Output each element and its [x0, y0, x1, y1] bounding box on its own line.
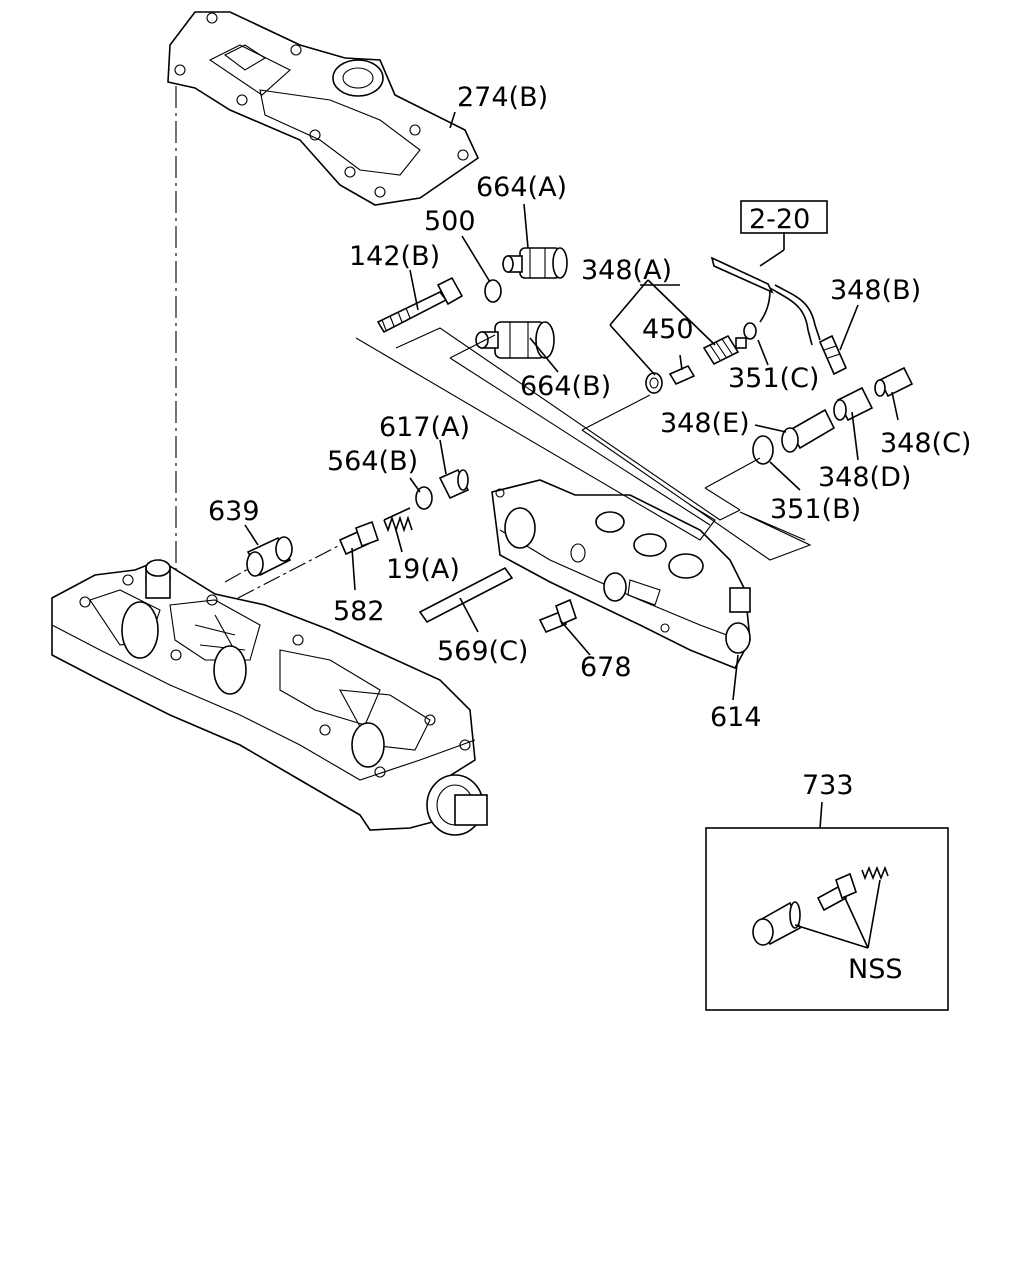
pin-569c-drawing — [418, 566, 514, 624]
label-348d: 348(D) — [818, 462, 911, 493]
label-274b: 274(B) — [457, 82, 548, 113]
spring-19a-drawing — [383, 507, 413, 533]
bolt-142b-drawing — [376, 276, 464, 334]
valve-body-drawing — [51, 559, 488, 836]
ring-351c-drawing — [743, 322, 757, 340]
oring-500-drawing — [484, 279, 502, 303]
label-2-20: 2-20 — [749, 204, 810, 235]
label-142b: 142(B) — [349, 241, 440, 272]
label-617a: 617(A) — [379, 412, 470, 443]
ref-box-2-20 — [740, 200, 828, 234]
ring-564b-drawing — [415, 486, 433, 510]
label-348e: 348(E) — [660, 408, 750, 439]
solenoid-664a-drawing — [502, 247, 568, 279]
label-639: 639 — [208, 496, 260, 527]
label-664b: 664(B) — [520, 371, 611, 402]
cover-274b-drawing — [167, 11, 480, 206]
part-348c-drawing — [874, 366, 914, 398]
label-19a: 19(A) — [386, 554, 460, 585]
assembly-lines — [224, 327, 812, 599]
sleeve-639-drawing — [246, 536, 293, 577]
sensor-348b-drawing — [818, 334, 848, 376]
part-348e-drawing — [781, 408, 836, 453]
label-351c: 351(C) — [728, 363, 819, 394]
label-582: 582 — [333, 596, 385, 627]
fitting-348a-drawing — [645, 334, 747, 394]
label-678: 678 — [580, 652, 632, 683]
body-614-drawing — [491, 479, 751, 670]
bolt-678-drawing — [538, 598, 577, 634]
label-500: 500 — [424, 206, 476, 237]
label-569c: 569(C) — [437, 636, 528, 667]
part-labels: 274(B) 664(A) 500 142(B) 348(A) 450 664(… — [208, 82, 971, 985]
label-564b: 564(B) — [327, 446, 418, 477]
ring-351b-drawing — [752, 435, 774, 465]
leader-lines — [244, 111, 899, 701]
plunger-582-drawing — [338, 520, 380, 556]
kit-733-inset — [705, 801, 949, 1011]
harness-2-20-drawing — [710, 256, 821, 346]
part-348d-drawing — [833, 386, 874, 422]
label-348b: 348(B) — [830, 275, 921, 306]
label-348a: 348(A) — [581, 255, 672, 286]
label-450: 450 — [642, 314, 694, 345]
label-351b: 351(B) — [770, 494, 861, 525]
label-614: 614 — [710, 702, 762, 733]
label-348c: 348(C) — [880, 428, 971, 459]
label-664a: 664(A) — [476, 172, 567, 203]
plug-617a-drawing — [438, 468, 470, 500]
label-nss: NSS — [848, 954, 902, 985]
label-733: 733 — [802, 770, 854, 801]
